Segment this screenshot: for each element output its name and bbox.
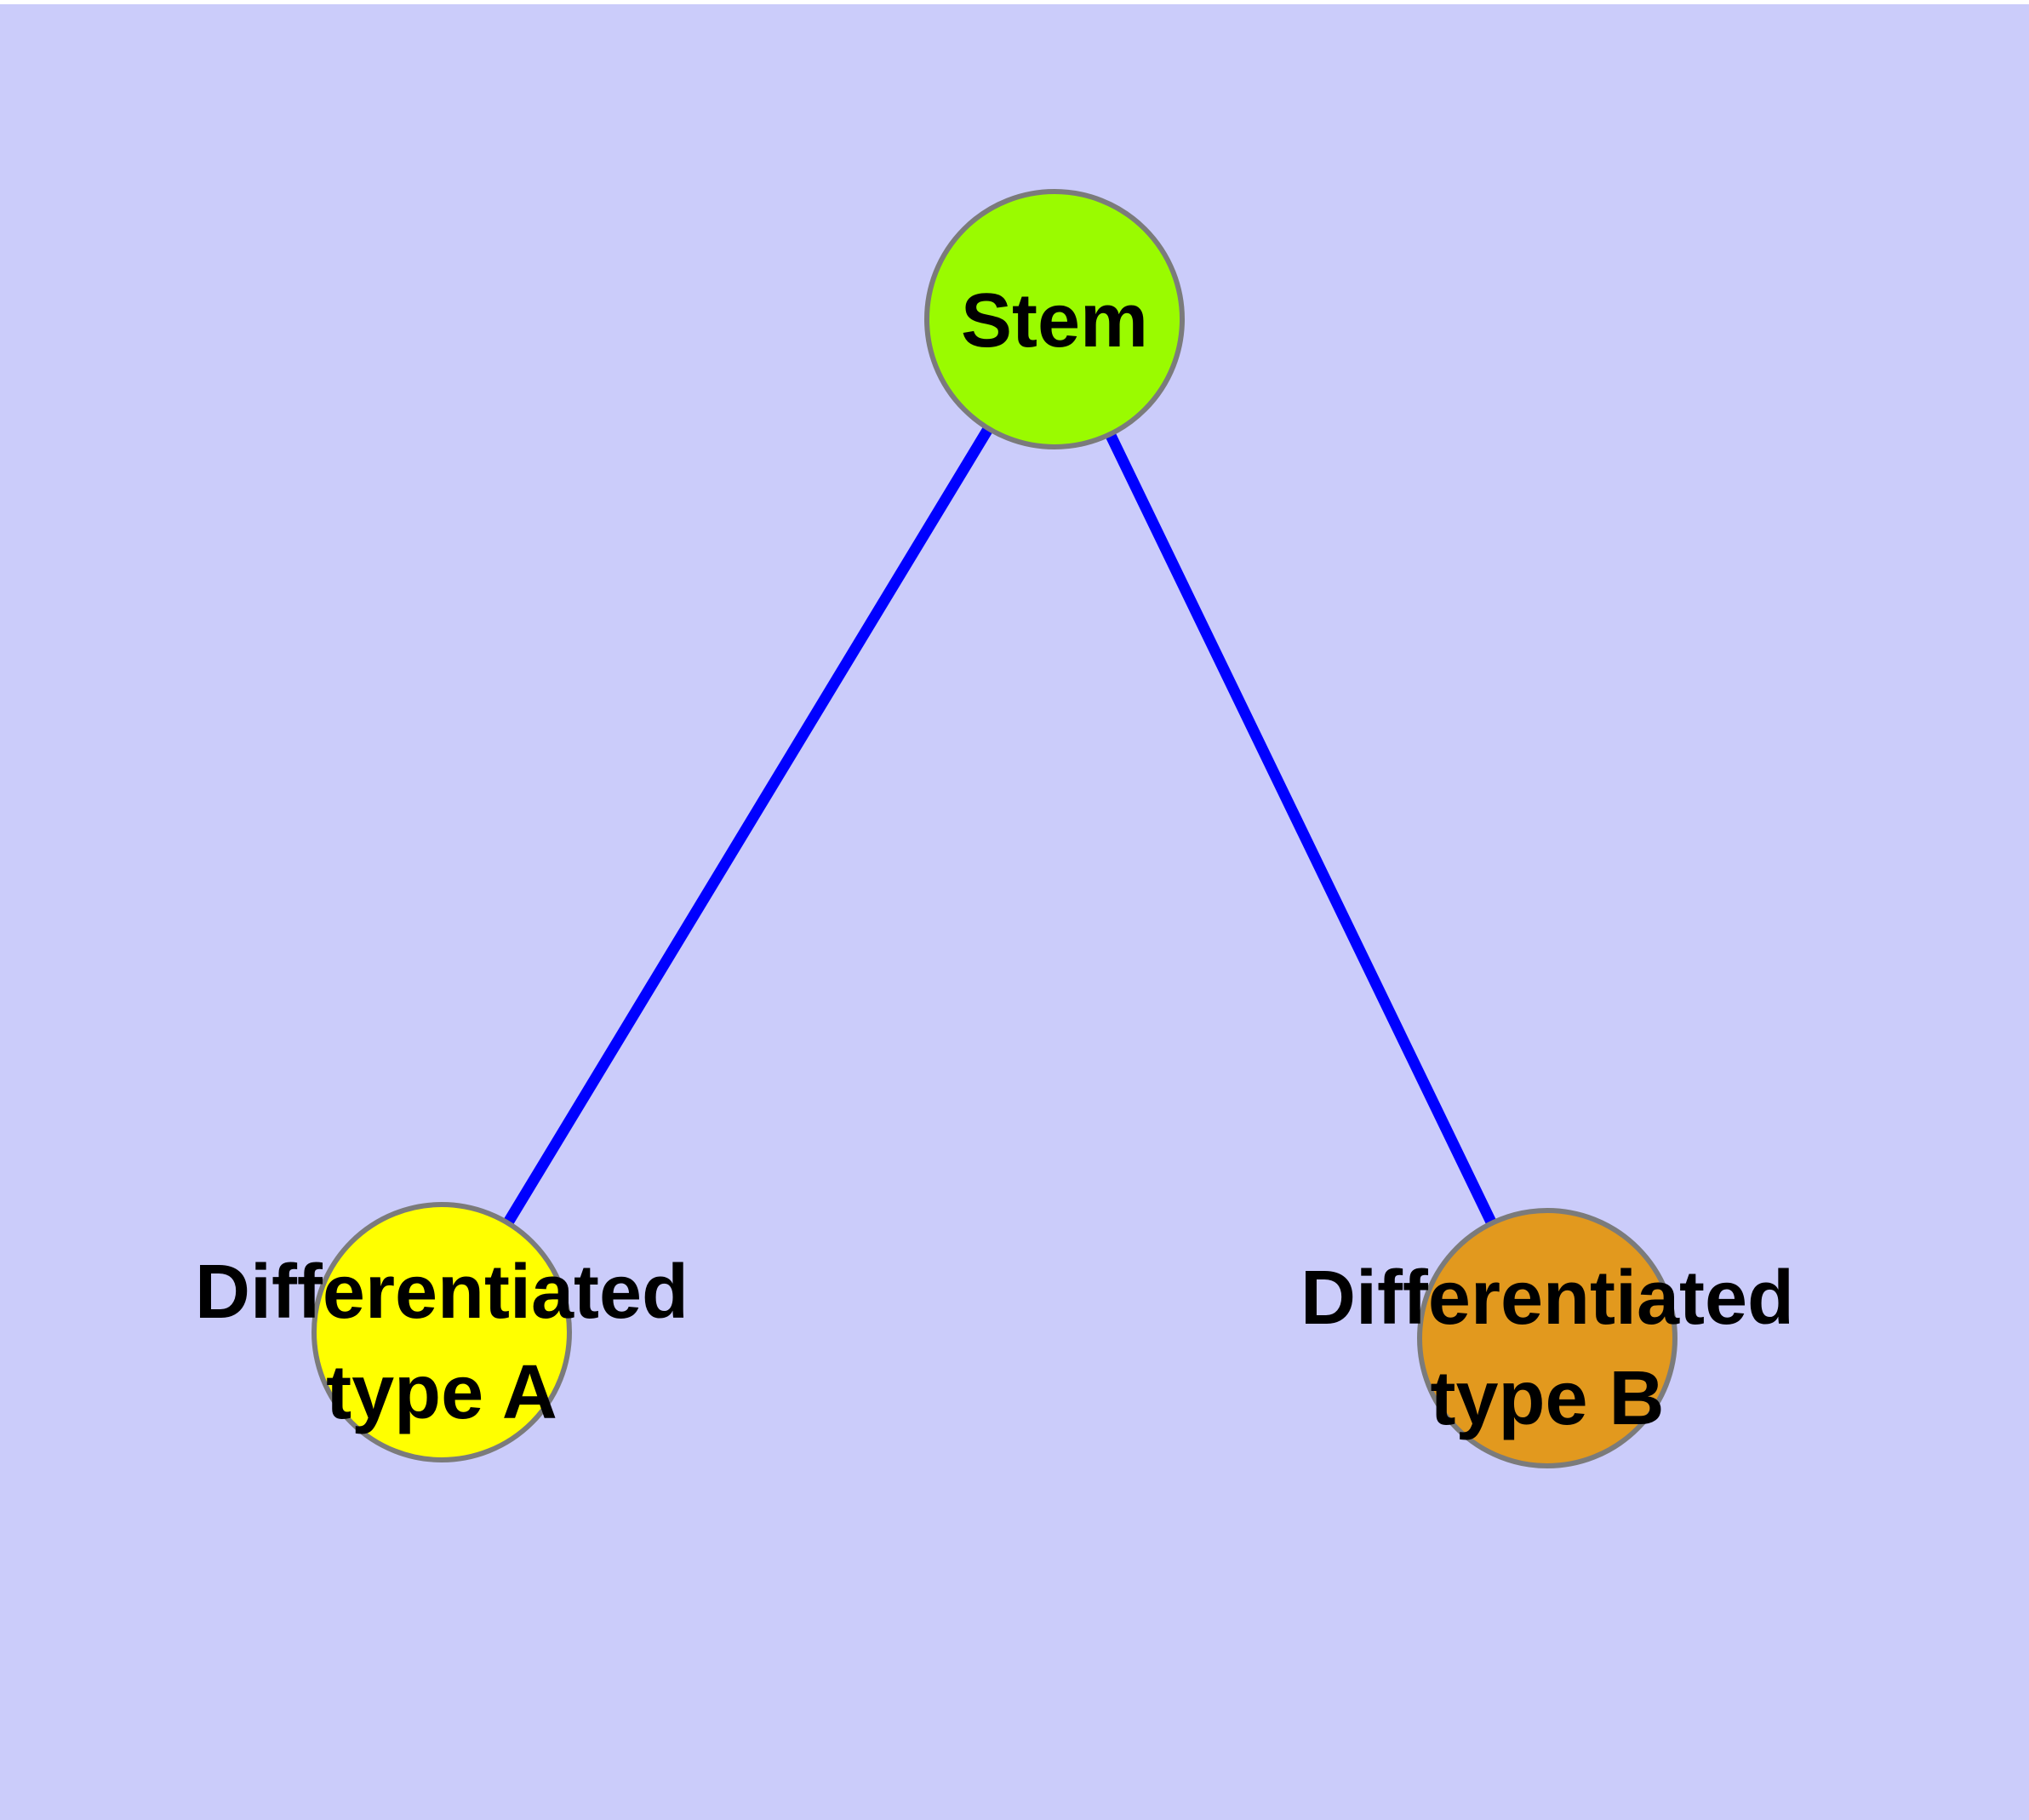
node-type-a-label-line2: type A: [326, 1350, 557, 1435]
node-type-b-label-line2: type B: [1430, 1356, 1664, 1441]
node-type-b-label-line1: Differentiated: [1300, 1256, 1794, 1341]
edge-stem-to-type-b: [1049, 317, 1552, 1341]
node-stem: Stem: [924, 189, 1185, 449]
node-differentiated-type-a: Differentiated type A: [195, 1202, 689, 1462]
node-type-b-circle: [1417, 1208, 1677, 1468]
node-stem-label: Stem: [961, 278, 1148, 363]
node-differentiated-type-b: Differentiated type B: [1300, 1208, 1794, 1468]
node-stem-circle: [924, 189, 1185, 449]
edge-group: [437, 316, 1552, 1341]
edge-stem-to-type-a: [437, 316, 1060, 1336]
node-type-a-label-line1: Differentiated: [195, 1250, 689, 1335]
node-type-a-circle: [311, 1202, 572, 1462]
